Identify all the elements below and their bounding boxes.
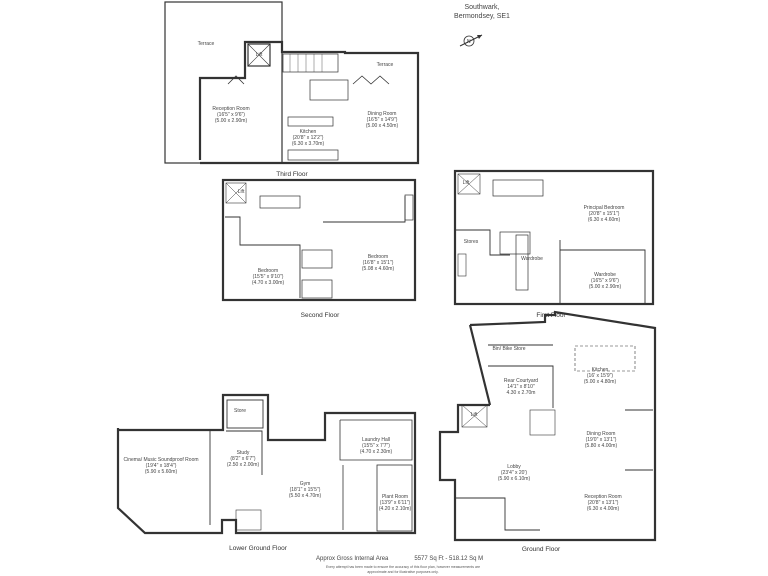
first-floor-plan bbox=[453, 169, 655, 306]
floor-title: Ground Floor bbox=[521, 546, 561, 553]
room-label: Stores bbox=[463, 239, 479, 245]
lift-shaft bbox=[247, 43, 271, 67]
room-label: Lift bbox=[237, 189, 245, 195]
room-label: Kitchen(16' x 15'9")(5.00 x 4.80m) bbox=[583, 367, 617, 385]
room-label: Store bbox=[234, 408, 246, 414]
ground-floor-plan bbox=[438, 310, 657, 542]
room-label: Study(8'2" x 6'7")(2.50 x 2.00m) bbox=[226, 450, 260, 468]
floor-title: Second Floor bbox=[300, 312, 340, 319]
room-label: Lobby(23'4" x 20')(5.90 x 6.10m) bbox=[497, 464, 531, 482]
room-label: Reception Room(20'8" x 13'1")(6.30 x 4.0… bbox=[584, 494, 622, 512]
second-floor-plan bbox=[221, 178, 417, 302]
floor-title: First Floor bbox=[536, 312, 566, 319]
room-label: Wardrobe(16'5" x 9'6")(5.00 x 2.90m) bbox=[588, 272, 622, 290]
floor-title: Lower Ground Floor bbox=[229, 545, 287, 552]
address-line-2: Bermondsey, SE1 bbox=[454, 13, 510, 20]
staircase bbox=[529, 409, 556, 436]
gross-internal-area: Approx Gross Internal Area 5577 Sq Ft - 5… bbox=[316, 556, 483, 562]
room-label: Terrace bbox=[197, 41, 215, 47]
area-value: 5577 Sq Ft - 518.12 Sq M bbox=[414, 556, 484, 562]
third-floor-walls bbox=[198, 40, 420, 165]
room-label: Bin/ Bike Store bbox=[492, 346, 526, 352]
first-floor-walls bbox=[453, 169, 655, 306]
wc bbox=[309, 79, 349, 101]
room-label: Terrace bbox=[376, 62, 394, 68]
room-label: Bedroom(16'8" x 15'1")(5.08 x 4.60m) bbox=[361, 254, 395, 272]
staircase bbox=[282, 53, 339, 73]
room-label: Gym(18'1" x 15'5")(5.50 x 4.70m) bbox=[288, 481, 322, 499]
room-label: Laundry Hall(15'5" x 7'7")(4.70 x 2.30m) bbox=[359, 437, 393, 455]
room-label: Wardrobe bbox=[521, 256, 543, 262]
room-label: Reception Room(16'5" x 9'6")(5.00 x 2.90… bbox=[212, 106, 250, 124]
terrace-outline bbox=[164, 1, 283, 164]
third-floor-plan bbox=[164, 1, 420, 165]
staircase bbox=[259, 195, 301, 209]
kitchen-island bbox=[287, 116, 334, 127]
disclaimer: Every attempt has been made to ensure th… bbox=[325, 565, 481, 574]
room-label: Dining Room(19'0" x 13'1")(5.80 x 4.00m) bbox=[584, 431, 618, 449]
ground-floor-walls bbox=[438, 310, 657, 542]
property-address: Southwark, Bermondsey, SE1 bbox=[452, 3, 512, 21]
staircase bbox=[492, 179, 544, 197]
room-label: Kitchen(20'8" x 12'2")(6.30 x 3.70m) bbox=[291, 129, 325, 147]
staircase bbox=[235, 509, 262, 531]
north-compass-icon: N bbox=[458, 32, 484, 50]
room-label: Bedroom(15'5" x 9'10")(4.70 x 3.00m) bbox=[251, 268, 285, 286]
kitchen-counter bbox=[287, 149, 339, 161]
room-label: Cinema/ Music Soundproof Room(19'4" x 18… bbox=[123, 457, 199, 475]
room-label: Plant Room(13'9" x 6'11")(4.20 x 2.10m) bbox=[378, 494, 412, 512]
room-label: Dining Room(16'5" x 14'9")(5.00 x 4.50m) bbox=[365, 111, 399, 129]
floor-title: Third Floor bbox=[276, 171, 308, 178]
area-label: Approx Gross Internal Area bbox=[316, 556, 389, 562]
room-label: Lift bbox=[255, 52, 263, 58]
room-label: Lift bbox=[470, 412, 478, 418]
lower-ground-floor-plan bbox=[116, 393, 417, 535]
second-floor-walls bbox=[221, 178, 417, 302]
compass-label: N bbox=[467, 39, 471, 45]
lower-ground-walls bbox=[116, 393, 417, 535]
lift-cross bbox=[247, 43, 271, 67]
address-line-1: Southwark, bbox=[464, 4, 500, 11]
room-label: Lift bbox=[462, 180, 470, 186]
room-label: Principal Bedroom(20'8" x 15'1")(6.30 x … bbox=[583, 205, 625, 223]
